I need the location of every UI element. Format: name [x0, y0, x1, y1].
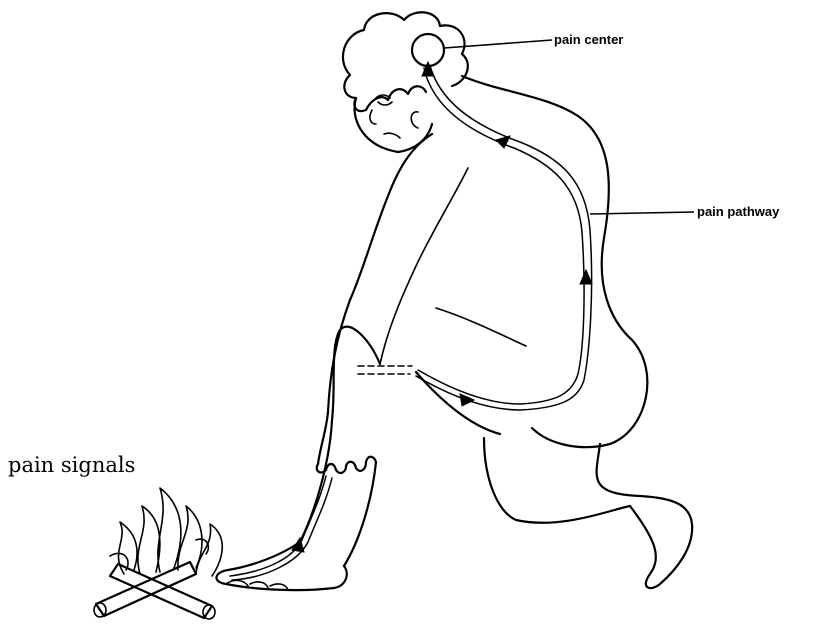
fire — [94, 488, 222, 619]
ear — [411, 112, 418, 128]
pain-pathway-label: pain pathway — [697, 205, 779, 218]
front-shin — [300, 420, 376, 566]
nose — [370, 110, 376, 124]
back-contour — [462, 76, 647, 447]
pathway-leg — [230, 476, 326, 576]
front-contour — [350, 134, 432, 300]
pain-center-leader — [444, 40, 552, 48]
rear-foot — [630, 506, 692, 588]
pain-pathway-leader — [590, 212, 694, 214]
elbow-fold — [436, 308, 526, 346]
pain-signals-label: pain signals — [8, 455, 135, 476]
mouth — [384, 133, 400, 138]
rear-thigh — [416, 372, 500, 434]
legs — [216, 327, 692, 590]
knee-dash — [358, 366, 412, 374]
rear-shin — [484, 438, 630, 523]
hair — [343, 12, 468, 111]
pain-center-label: pain center — [554, 33, 623, 46]
shoulder-line — [380, 168, 468, 364]
arrow-lower-back — [580, 270, 592, 284]
nerve-pathway — [230, 62, 592, 580]
head — [343, 12, 468, 152]
flames — [110, 488, 222, 576]
pathway-spine-outer — [416, 66, 592, 410]
pathway-spine-inner — [418, 68, 584, 404]
